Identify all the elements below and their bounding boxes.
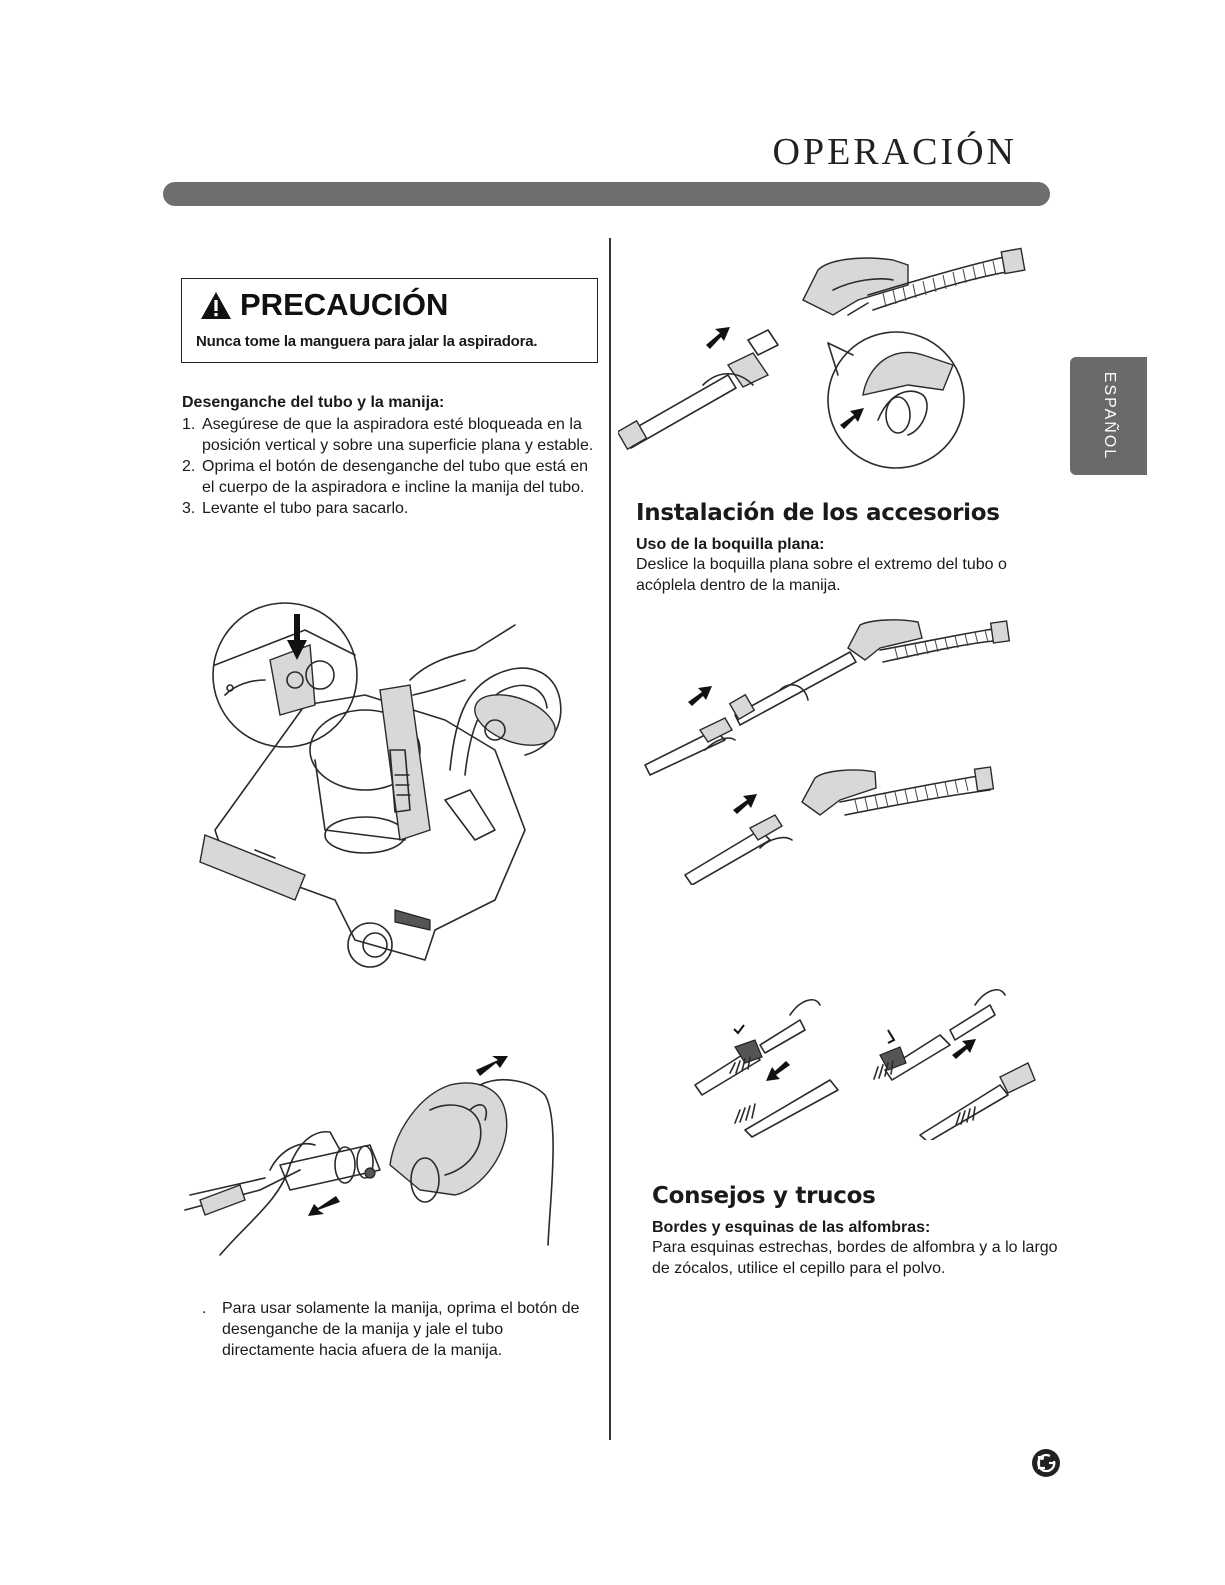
language-tab-label: ESPAÑOL	[1100, 371, 1118, 461]
caution-text: Nunca tome la manguera para jalar la asp…	[196, 333, 538, 350]
page-section-title: OPERACIÓN	[772, 131, 1017, 173]
release-heading: Desenganche del tubo y la manija:	[182, 394, 445, 411]
release-section: Desenganche del tubo y la manija: 1.Aseg…	[182, 394, 597, 519]
tips-subheading: Bordes y esquinas de las alfombras:	[652, 1219, 931, 1236]
handle-only-note: .Para usar solamente la manija, oprima e…	[202, 1298, 597, 1361]
tips-heading: Consejos y trucos	[652, 1183, 876, 1209]
tube-handle-attach-illustration	[618, 247, 1026, 469]
caution-heading-text: PRECAUCIÓN	[240, 287, 449, 322]
caution-box: PRECAUCIÓN Nunca tome la manguera para j…	[181, 278, 598, 363]
accessories-subheading: Uso de la boquilla plana:	[636, 536, 825, 553]
tips-section: Consejos y trucos Bordes y esquinas de l…	[652, 1183, 1082, 1279]
column-divider	[609, 238, 611, 1440]
list-item: 3.Levante el tubo para sacarlo.	[182, 500, 409, 517]
list-item: 1.Asegúrese de que la aspiradora esté bl…	[182, 416, 594, 454]
list-item: 2.Oprima el botón de desenganche del tub…	[182, 458, 589, 496]
release-steps: 1.Asegúrese de que la aspiradora esté bl…	[182, 414, 597, 519]
warning-icon	[201, 291, 231, 319]
accessories-heading: Instalación de los accesorios	[636, 500, 1000, 526]
accessories-section: Instalación de los accesorios Uso de la …	[636, 500, 1076, 596]
accessories-text: Deslice la boquilla plana sobre el extre…	[636, 556, 1007, 594]
vacuum-release-illustration	[199, 602, 562, 968]
tips-text: Para esquinas estrechas, bordes de alfom…	[652, 1239, 1058, 1277]
caution-heading: PRECAUCIÓN	[200, 287, 448, 323]
handle-detach-illustration	[184, 1056, 554, 1256]
lg-logo	[1032, 1449, 1060, 1477]
dust-brush-illustration	[694, 989, 1036, 1140]
header-band	[163, 182, 1050, 206]
language-tab: ESPAÑOL	[1070, 357, 1147, 475]
list-item: .Para usar solamente la manija, oprima e…	[202, 1300, 580, 1359]
crevice-tool-illustration	[644, 619, 1011, 885]
